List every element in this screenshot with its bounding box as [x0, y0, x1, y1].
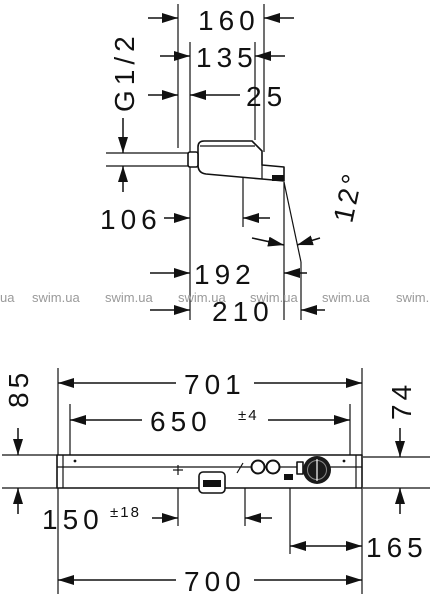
lever-mark: [236, 462, 244, 474]
angle-line: [283, 181, 302, 263]
indicator-block: [284, 474, 293, 480]
watermark-text: swim.: [396, 290, 429, 305]
thermostat-side-body: [197, 140, 285, 182]
watermark-text: ua: [0, 290, 15, 305]
spacing-tolerance-label: ±4: [238, 407, 259, 424]
screw-icon: [342, 459, 346, 463]
side-view: 160 135 25 G1/2 106 12° 192 210: [100, 4, 369, 327]
screw-icon: [73, 459, 77, 463]
watermark: ua swim.ua swim.ua swim.ua swim.ua swim.…: [0, 290, 429, 305]
height-left-label: 85: [3, 369, 34, 408]
offset-right-label: 165: [366, 532, 428, 563]
watermark-text: swim.ua: [105, 290, 153, 305]
projection-max-label: 210: [212, 296, 274, 327]
spout-tip: [272, 175, 284, 181]
small-knob-icon: [265, 459, 281, 475]
angle-label: 12°: [328, 169, 369, 226]
watermark-text: swim.ua: [32, 290, 80, 305]
depth-body-label: 135: [196, 42, 258, 73]
angle-arrow-right: [296, 235, 321, 246]
watermark-text: swim.ua: [250, 290, 298, 305]
front-view: 85 701 650 ±4 74 150 ±18 165 700: [2, 368, 430, 597]
watermark-text: swim.ua: [322, 290, 370, 305]
wall-connector: [187, 151, 199, 168]
button-icon: [296, 461, 304, 475]
projection-spout-label: 192: [194, 259, 256, 290]
small-knob-icon: [250, 459, 266, 475]
angle-arrow-left: [251, 236, 285, 247]
offset-left-label: 150: [42, 504, 104, 535]
width-bottom-label: 700: [184, 566, 246, 597]
depth-offset-label: 25: [246, 81, 287, 112]
height-right-label: 74: [386, 381, 417, 420]
outlet-opening: [203, 480, 221, 487]
thread-label: G1/2: [109, 31, 140, 112]
spacing-label: 650: [150, 406, 212, 437]
depth-outlet-label: 106: [100, 204, 162, 235]
width-top-label: 701: [184, 369, 246, 400]
watermark-text: swim.ua: [178, 290, 226, 305]
depth-overall-label: 160: [198, 5, 260, 36]
offset-left-tolerance-label: ±18: [110, 504, 141, 521]
